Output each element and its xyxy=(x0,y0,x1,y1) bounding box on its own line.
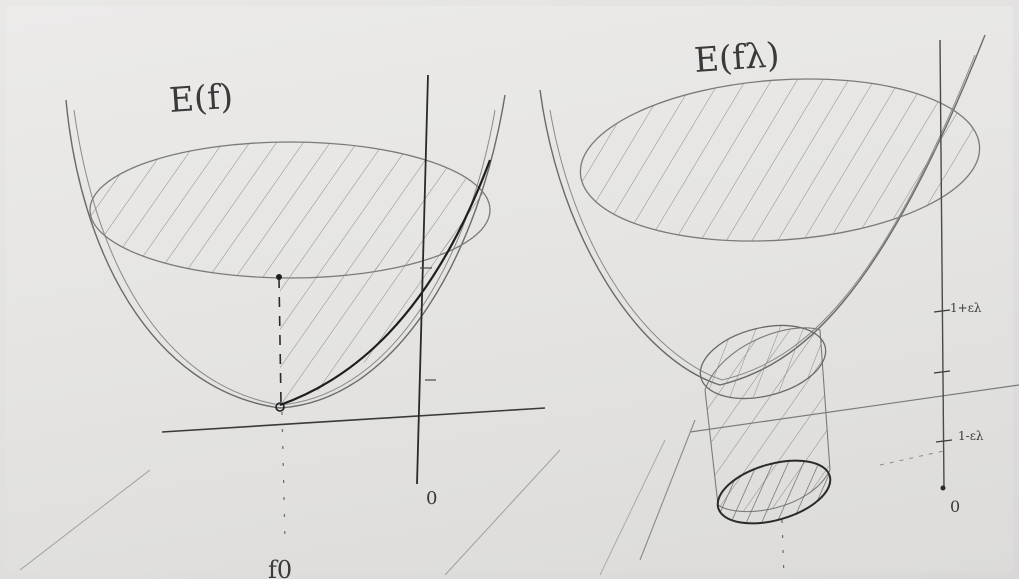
left-vertical-axis xyxy=(416,74,429,485)
right-dashed-link xyxy=(879,449,949,466)
right-vertical-axis xyxy=(939,39,945,491)
perspective-line xyxy=(19,469,151,571)
left-plane-line xyxy=(161,407,546,433)
right-title: E(fλ) xyxy=(693,35,781,81)
right-plane-line xyxy=(689,384,1019,433)
left-min-point xyxy=(275,402,285,412)
right-tick-lower-label: 1-ελ xyxy=(958,429,984,443)
right-tick-upper-label: 1+ελ xyxy=(950,301,982,315)
left-dashed-line xyxy=(278,277,282,405)
left-top-point xyxy=(276,274,282,280)
left-dotted-line xyxy=(281,411,286,541)
left-min-label: f0 xyxy=(268,556,292,579)
right-cylinder-bottom xyxy=(716,459,832,525)
left-dark-curve xyxy=(279,159,492,407)
right-cylinder-top xyxy=(699,324,827,400)
right-zero-label: 0 xyxy=(950,497,960,516)
left-sketch: E(f) 0 f0 xyxy=(65,74,546,579)
left-zero-label: 0 xyxy=(426,488,437,509)
perspective-line xyxy=(444,449,561,576)
right-sketch: E(fλ) 1+ελ 1-ελ 0 xyxy=(539,34,1019,579)
right-top-ellipse xyxy=(579,78,981,242)
left-title: E(f) xyxy=(168,77,235,121)
left-shaded-region xyxy=(280,230,455,405)
